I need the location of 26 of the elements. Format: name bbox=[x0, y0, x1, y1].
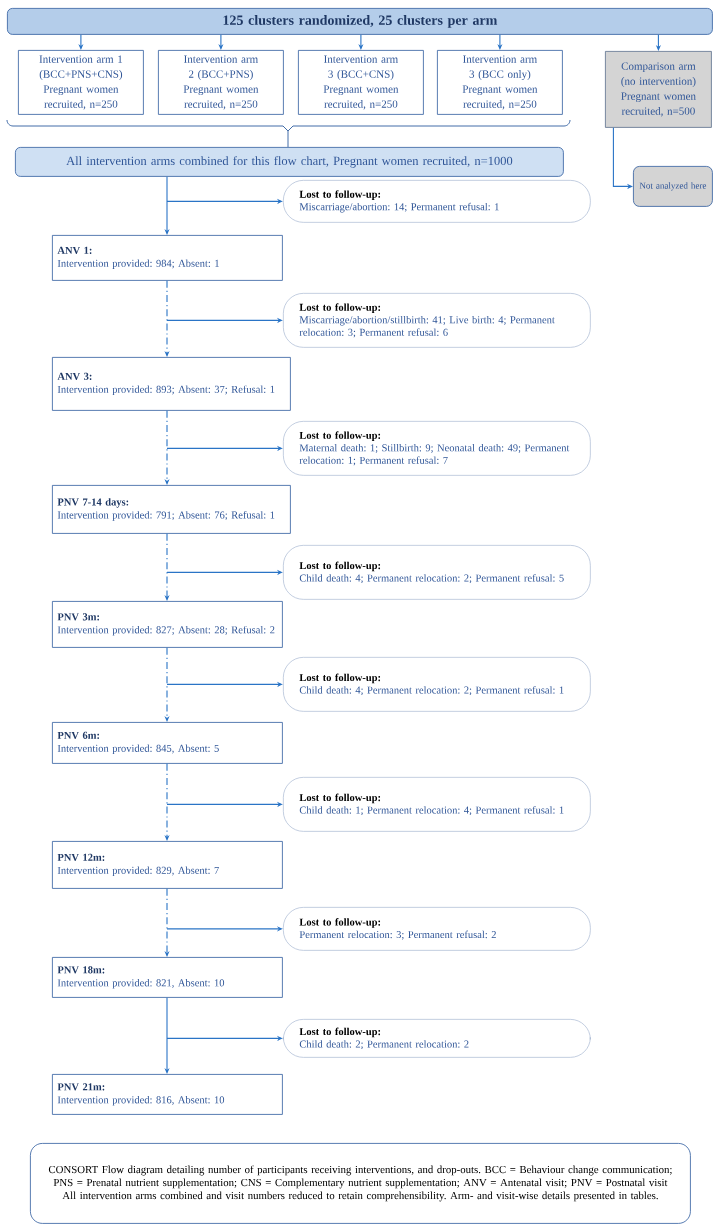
arrow bbox=[166, 445, 283, 451]
arm-box: Intervention arm 3 (BCC+CNS) Pregnant women recruited, n=250 bbox=[298, 50, 424, 115]
arrow bbox=[166, 198, 283, 204]
arrow bbox=[166, 1035, 283, 1041]
arm-box: Intervention arm 3 (BCC only) Pregnant women recruited, n=250 bbox=[437, 50, 563, 115]
arm-box: Intervention arm 1 (BCC+PNS+CNS) Pregnant women recruited, n=250 bbox=[18, 50, 144, 115]
process-box: ANV 3: Intervention provided: 893; Absent: 37; Refusal: 1 bbox=[52, 357, 291, 411]
process-box: ANV 1: Intervention provided: 984; Absent: 1 bbox=[52, 235, 283, 281]
process-box: PNV 18m: Intervention provided: 821, Absent: 10 bbox=[52, 957, 283, 998]
arrow bbox=[166, 681, 283, 687]
arrow bbox=[166, 801, 283, 807]
connector bbox=[287, 130, 289, 148]
process-box: PNV 3m: Intervention provided: 827; Absent: 28; Refusal: 2 bbox=[52, 601, 283, 648]
arm-box: Comparison arm (no intervention) Pregnant women recruited, n=500 bbox=[605, 51, 712, 128]
process-box: PNV 21m: Intervention provided: 816, Absent: 10 bbox=[52, 1074, 283, 1115]
title-bar: 125 clusters randomized, 25 clusters per arm bbox=[7, 8, 713, 35]
caption-box: CONSORT Flow diagram detailing number of participants receiving interventions, and drop-outs. BCC = Behaviour change communication; PNS = Prenatal nutrient supplementation; CNS = Complementary nutrient supplementation; ANV = Antenatal visit; PNV = Postnatal visit All intervention arms combined and visit numbers reduced to retain comprehensibility. Arm- and visit-wise details presented in tables. bbox=[30, 1143, 691, 1224]
arrow bbox=[166, 569, 283, 575]
arrow bbox=[166, 317, 283, 323]
exclusion-box: Not analyzed here bbox=[633, 166, 713, 207]
arrow bbox=[612, 127, 633, 189]
summary-box: All intervention arms combined for this flow chart, Pregnant women recruited, n=1000 bbox=[15, 147, 564, 177]
process-box: PNV 7-14 days: Intervention provided: 791; Absent: 76; Refusal: 1 bbox=[52, 485, 291, 534]
process-box: PNV 6m: Intervention provided: 845, Absent: 5 bbox=[52, 722, 283, 764]
process-box: PNV 12m: Intervention provided: 829, Absent: 7 bbox=[52, 841, 283, 889]
arm-box: Intervention arm 2 (BCC+PNS) Pregnant women recruited, n=250 bbox=[158, 50, 284, 115]
